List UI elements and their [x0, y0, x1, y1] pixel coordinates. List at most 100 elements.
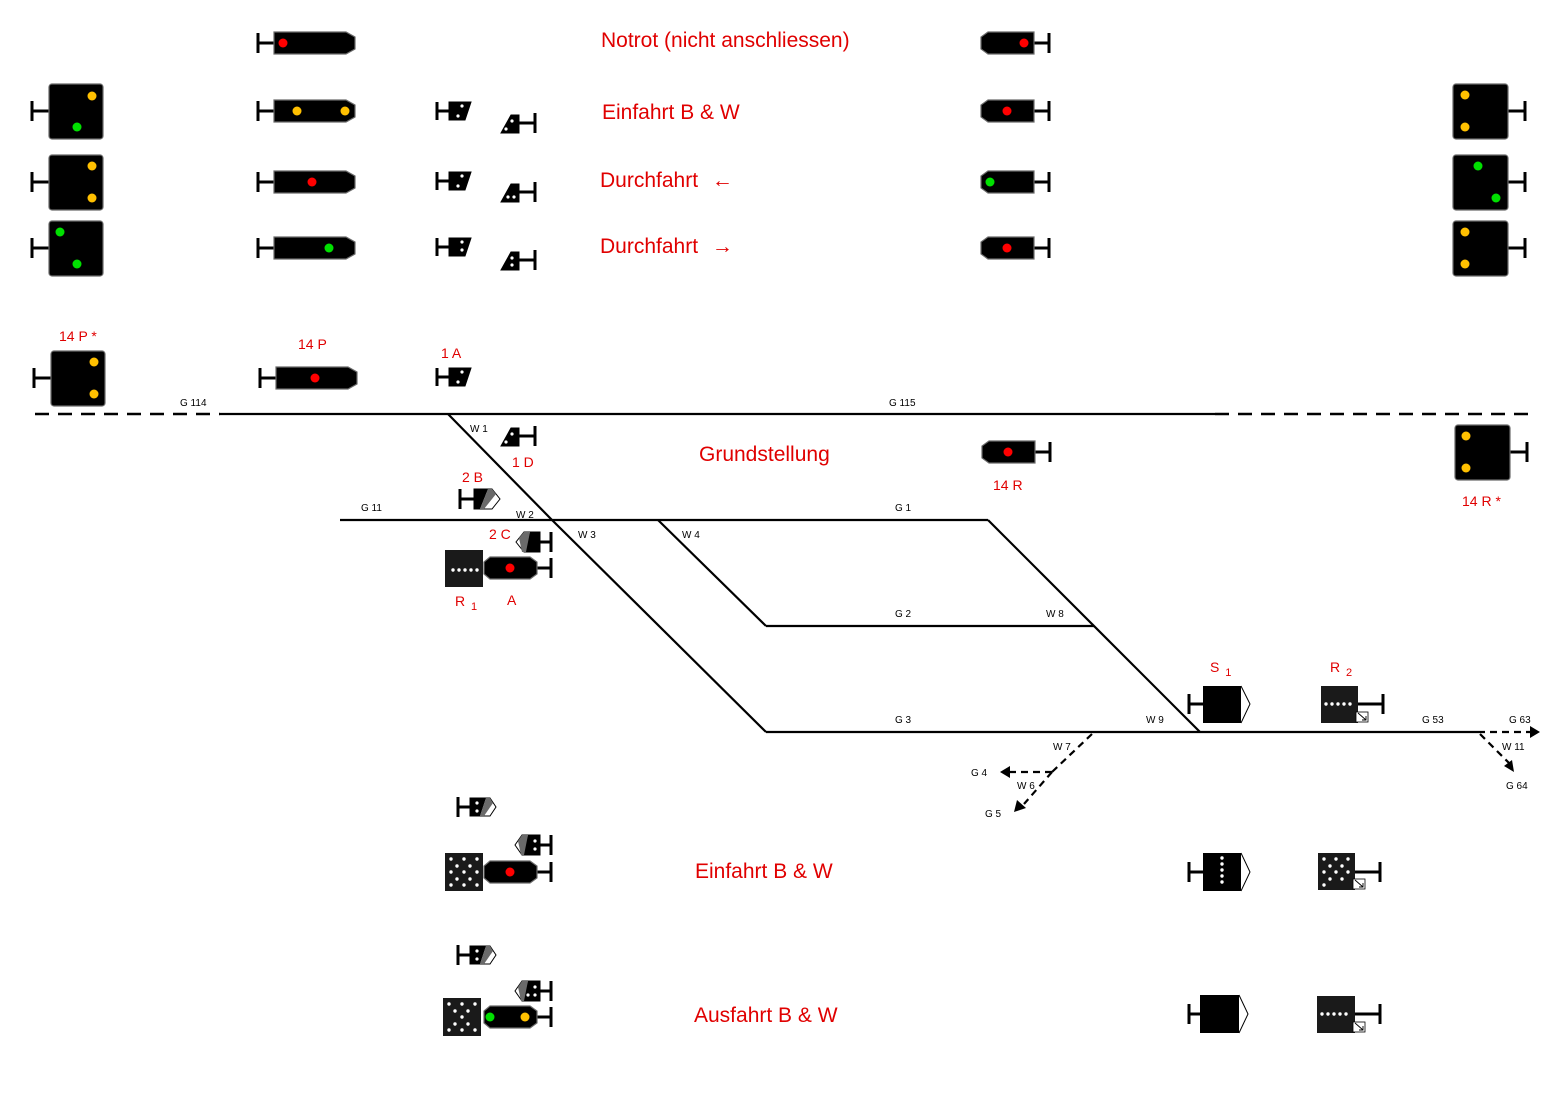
- track-w4-diagonal: [657, 519, 767, 627]
- track-w7-dashed: [1051, 733, 1093, 773]
- signal-label-r2: R 2: [1330, 659, 1352, 679]
- signal-label-r1-main: R: [455, 593, 465, 609]
- signal-1d-row-einfahrt: [500, 113, 537, 134]
- track-label-g11: G 11: [361, 503, 382, 514]
- signal-14r-row-durchfahrt-left: [980, 170, 1051, 194]
- signal-2b-ausfahrt: [456, 945, 497, 965]
- signal-label-r2-sub: 2: [1346, 667, 1352, 679]
- signal-label-14r: 14 R: [993, 477, 1023, 493]
- signal-label-14r-star: 14 R *: [1462, 493, 1501, 509]
- signal-14p-row-einfahrt: [256, 99, 356, 123]
- signal-s1: [1187, 685, 1251, 724]
- signal-14r-star: [1454, 424, 1529, 481]
- track-label-g64: G 64: [1506, 781, 1528, 792]
- signal-1d: [500, 426, 537, 447]
- signal-a-einfahrt: [483, 860, 553, 884]
- signal-14p: [258, 366, 358, 390]
- signal-a: [483, 556, 553, 580]
- signal-label-1d: 1 D: [512, 454, 534, 470]
- signal-r1-ausfahrt: [443, 998, 481, 1036]
- label-ausfahrt-bottom: Ausfahrt B & W: [694, 1004, 838, 1027]
- signal-label-a: A: [507, 592, 517, 608]
- signal-14p-star-row-einfahrt: [30, 83, 104, 140]
- track-label-w3: W 3: [578, 530, 596, 541]
- signal-14r-row-einfahrt: [980, 99, 1051, 123]
- signal-label-14p-star: 14 P *: [59, 328, 97, 344]
- track-label-w2: W 2: [516, 510, 534, 521]
- signal-r2: [1321, 686, 1385, 723]
- signal-14p-row-notrot: [256, 31, 356, 55]
- track-label-g1: G 1: [895, 503, 912, 514]
- signal-14p-star-row-durchfahrt-left: [30, 154, 104, 211]
- track-label-w11: W 11: [1502, 742, 1525, 753]
- track-label-g115: G 115: [889, 398, 916, 409]
- track-layout: [35, 412, 1540, 812]
- label-durchfahrt-right-text: Durchfahrt: [600, 235, 698, 258]
- track-label-g53: G 53: [1422, 715, 1444, 726]
- track-g4-arrowhead: [1000, 766, 1010, 778]
- track-labels: G 114 G 115 W 1 G 11 W 2 G 1 W 3 W 4 G 2…: [180, 398, 1531, 820]
- signal-label-2c: 2 C: [489, 526, 511, 542]
- track-label-w8: W 8: [1046, 609, 1064, 620]
- track-label-w1: W 1: [470, 424, 488, 435]
- track-w1-w2-crossover: [447, 413, 553, 521]
- signal-1a: [435, 367, 472, 387]
- signal-label-1a: 1 A: [441, 345, 462, 361]
- track-w8-w9-diagonal: [987, 519, 1201, 733]
- signal-1a-row-einfahrt: [435, 101, 472, 121]
- signal-2b-einfahrt: [456, 797, 497, 817]
- signal-label-14p: 14 P: [298, 336, 327, 352]
- track-label-g4: G 4: [971, 768, 988, 779]
- signal-2b: [458, 488, 501, 510]
- arrow-right-icon: →: [712, 235, 733, 258]
- signal-14r-star-row-durchfahrt-right: [1452, 220, 1527, 277]
- signal-r1: [445, 550, 483, 587]
- track-label-g114: G 114: [180, 398, 207, 409]
- track-g64-arrowhead: [1504, 760, 1514, 772]
- track-label-g63: G 63: [1509, 715, 1531, 726]
- signal-14p-star: [32, 350, 106, 407]
- track-label-g2: G 2: [895, 609, 912, 620]
- label-durchfahrt-left: Durchfahrt ←: [600, 169, 733, 192]
- signal-14p-star-row-durchfahrt-right: [30, 220, 104, 277]
- signal-a-ausfahrt: [483, 1005, 553, 1029]
- signal-14r: [981, 440, 1052, 464]
- track-label-w9: W 9: [1146, 715, 1164, 726]
- label-einfahrt-bottom: Einfahrt B & W: [695, 860, 833, 883]
- track-label-w4: W 4: [682, 530, 700, 541]
- signal-14p-row-durchfahrt-right: [256, 236, 356, 260]
- signal-2c-ausfahrt: [514, 980, 553, 1002]
- label-grundstellung: Grundstellung: [699, 443, 830, 466]
- signal-label-r1-sub: 1: [471, 601, 477, 613]
- track-g63-arrowhead: [1530, 726, 1540, 738]
- track-g5-arrowhead: [1014, 800, 1026, 812]
- signal-2c: [515, 531, 553, 553]
- label-durchfahrt-left-text: Durchfahrt: [600, 169, 698, 192]
- track-label-w6: W 6: [1017, 781, 1035, 792]
- track-label-g3: G 3: [895, 715, 912, 726]
- signal-label-s1: S 1: [1210, 659, 1231, 679]
- signal-14r-star-row-durchfahrt-left: [1452, 154, 1527, 211]
- signal-1a-row-durchfahrt-left: [435, 171, 472, 191]
- signal-s1-ausfahrt: [1187, 994, 1249, 1034]
- signal-label-s1-main: S: [1210, 659, 1219, 675]
- signal-r2-ausfahrt: [1317, 996, 1382, 1033]
- signal-1a-row-durchfahrt-right: [435, 237, 472, 257]
- signal-14r-row-notrot: [980, 31, 1051, 55]
- signal-label-r2-main: R: [1330, 659, 1340, 675]
- track-label-g5: G 5: [985, 809, 1002, 820]
- signal-14r-row-durchfahrt-right: [980, 236, 1051, 260]
- signal-label-s1-sub: 1: [1225, 667, 1231, 679]
- track-w3-diagonal: [551, 519, 767, 733]
- signal-1d-row-durchfahrt-right: [500, 250, 537, 271]
- signal-14r-star-row-einfahrt: [1452, 83, 1527, 140]
- signal-label-r1: R 1: [455, 593, 477, 613]
- signal-label-2b: 2 B: [462, 469, 483, 485]
- signal-labels: 14 P * 14 P 1 A 1 D 14 R 14 R * 2 B 2 C …: [59, 328, 1501, 679]
- signal-r2-einfahrt: [1318, 853, 1382, 890]
- track-label-w7: W 7: [1053, 742, 1071, 753]
- label-notrot: Notrot (nicht anschliessen): [601, 29, 850, 52]
- arrow-left-icon: ←: [712, 169, 733, 192]
- label-durchfahrt-right: Durchfahrt →: [600, 235, 733, 258]
- signal-r1-einfahrt: [445, 853, 483, 891]
